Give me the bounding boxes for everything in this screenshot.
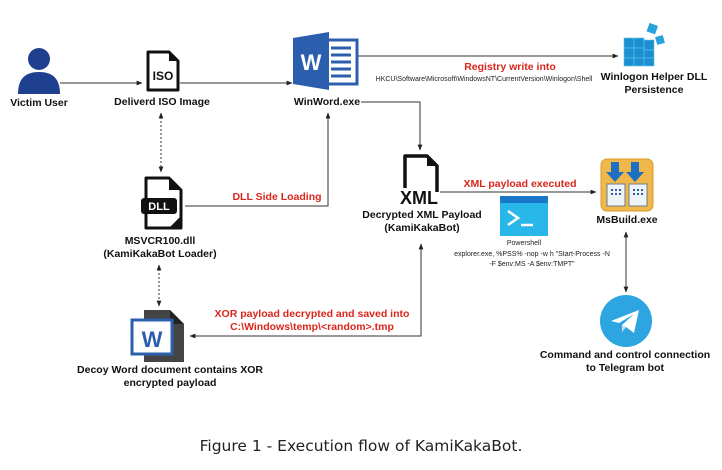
msbuild-label: MsBuild.exe [596,214,658,226]
powershell-command: explorer.exe, %PSS% -nop -w h "Start-Pro… [440,250,624,270]
victim-user-label: Victim User [10,97,68,109]
powershell-icon [500,196,548,236]
decoy-icon-letter: W [142,327,163,352]
dll-icon-text: DLL [148,201,170,213]
user-icon [18,48,60,94]
decoy-label-line1: Decoy Word document contains XOR [77,364,263,376]
xor-edge-label-line2: C:\Windows\temp\<random>.tmp [230,321,394,333]
xml-label-line2: (KamiKakaBot) [384,222,460,234]
xml-file-icon: XML [400,154,439,208]
dll-label: MSVCR100.dll (KamiKakaBot Loader) [100,235,220,261]
word-app-icon: W [293,32,359,90]
telegram-label: Command and control connection to Telegr… [530,349,720,375]
decoy-word-doc-icon: W [130,310,184,362]
iso-file-icon: ISO [146,50,180,92]
xml-exec-edge-label: XML payload executed [463,178,577,190]
winword-label: WinWord.exe [293,96,361,108]
xor-edge-label: XOR payload decrypted and saved into C:\… [210,308,414,334]
powershell-command-line1: explorer.exe, %PSS% -nop -w h "Start-Pro… [454,251,610,258]
winlogon-label-line2: Persistence [624,84,684,96]
iso-icon-text: ISO [153,69,174,83]
telegram-label-line2: to Telegram bot [586,362,664,374]
dll-label-line1: MSVCR100.dll [124,235,196,247]
msbuild-icon [600,158,654,212]
xor-edge-label-line1: XOR payload decrypted and saved into [214,308,410,320]
word-icon-letter: W [301,50,322,75]
powershell-label: Powershell [506,240,542,247]
side-loading-edge-label: DLL Side Loading [232,191,322,203]
telegram-icon [600,295,652,347]
decoy-label-line2: encrypted payload [123,377,217,389]
powershell-command-line2: -F $env:MS -A $env:TMPT" [489,261,575,268]
registry-cubes-icon [623,22,665,67]
edge-xor-to-decoy [189,243,424,339]
figure-caption: Figure 1 - Execution flow of KamiKakaBot… [199,437,523,455]
xml-label: Decrypted XML Payload (KamiKakaBot) [360,209,484,235]
winlogon-label: Winlogon Helper DLL Persistence [590,71,718,97]
registry-path-text: HKCU\Software\Microsoft\WindowsNT\Curren… [375,76,593,83]
edge-winword-to-xml [361,101,423,151]
xml-label-line1: Decrypted XML Payload [362,209,482,221]
dll-file-icon: DLL [141,176,183,230]
xml-icon-text: XML [400,188,438,208]
iso-image-label: Deliverd ISO Image [114,96,210,108]
edge-dll-to-winword [185,112,331,207]
dll-label-line2: (KamiKakaBot Loader) [103,248,217,260]
winlogon-label-line1: Winlogon Helper DLL [600,71,708,83]
registry-edge-label: Registry write into [464,61,556,73]
decoy-label: Decoy Word document contains XOR encrypt… [70,364,270,390]
telegram-label-line1: Command and control connection [539,349,711,361]
